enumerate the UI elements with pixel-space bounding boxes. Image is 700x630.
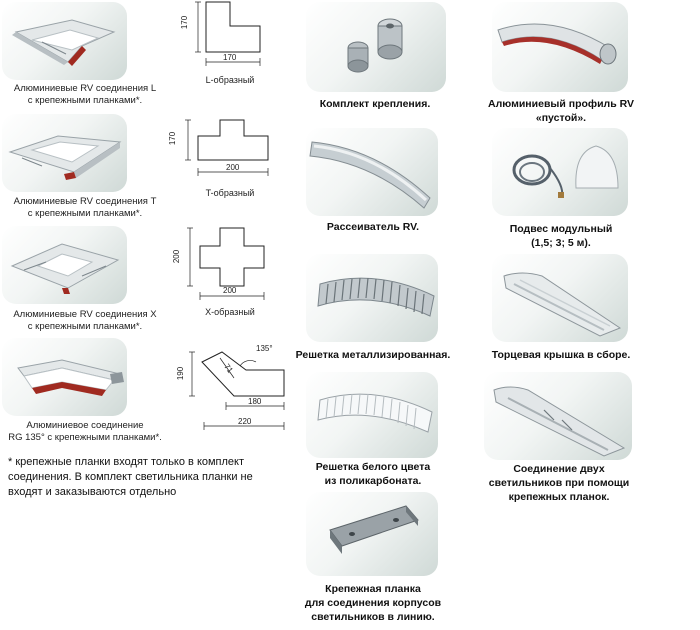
l-connector-photo	[2, 2, 127, 80]
modular-suspension-photo	[492, 128, 628, 216]
x-dim-horizontal: 200	[223, 286, 237, 295]
two-luminaires-joint-photo	[484, 372, 632, 460]
end-cap-photo	[492, 254, 628, 342]
rg-dim-vertical: 190	[176, 366, 186, 381]
rg-shape-diagram: 135° 190 71 180 220	[176, 338, 290, 438]
metallized-grid-caption: Решетка металлизированная.	[295, 349, 451, 361]
rg-connector-photo	[2, 338, 127, 416]
l-dim-horizontal: 170	[223, 53, 237, 62]
mounting-plate-photo	[306, 492, 438, 576]
t-shape-label: T-образный	[205, 188, 255, 198]
l-shape-diagram: 170 170	[168, 0, 278, 90]
white-grid-photo	[306, 372, 438, 458]
rg-dim-angle: 135°	[256, 344, 273, 353]
l-shape-label: L-образный	[205, 75, 255, 85]
t-shape-diagram: 170 200	[168, 110, 278, 185]
x-dim-vertical: 200	[172, 249, 182, 264]
aluminum-profile-caption: Алюминиевый профиль RV«пустой».	[488, 98, 634, 124]
diffuser-caption: Рассеиватель RV.	[326, 221, 420, 233]
diffuser-photo	[306, 128, 438, 216]
mounting-kit-photo	[306, 2, 446, 92]
l-dim-vertical: 170	[180, 15, 190, 30]
modular-suspension-caption: Подвес модульный(1,5; 3; 5 м).	[509, 223, 613, 249]
aluminum-profile-photo	[492, 2, 628, 92]
rg-dim-h2: 220	[238, 417, 252, 426]
x-shape-diagram: 200 200	[168, 222, 278, 304]
t-dim-vertical: 170	[168, 131, 178, 146]
end-cap-caption: Торцевая крышка в сборе.	[491, 349, 631, 361]
t-connector-photo	[2, 114, 127, 192]
x-shape-label: X-образный	[205, 307, 255, 317]
rg-dim-h1: 180	[248, 397, 262, 406]
x-connector-photo	[2, 226, 127, 304]
metallized-grid-photo	[306, 254, 438, 342]
footnote: * крепежные планки входят только в компл…	[8, 456, 253, 498]
t-dim-horizontal: 200	[226, 163, 240, 172]
mounting-kit-caption: Комплект крепления.	[319, 98, 431, 110]
